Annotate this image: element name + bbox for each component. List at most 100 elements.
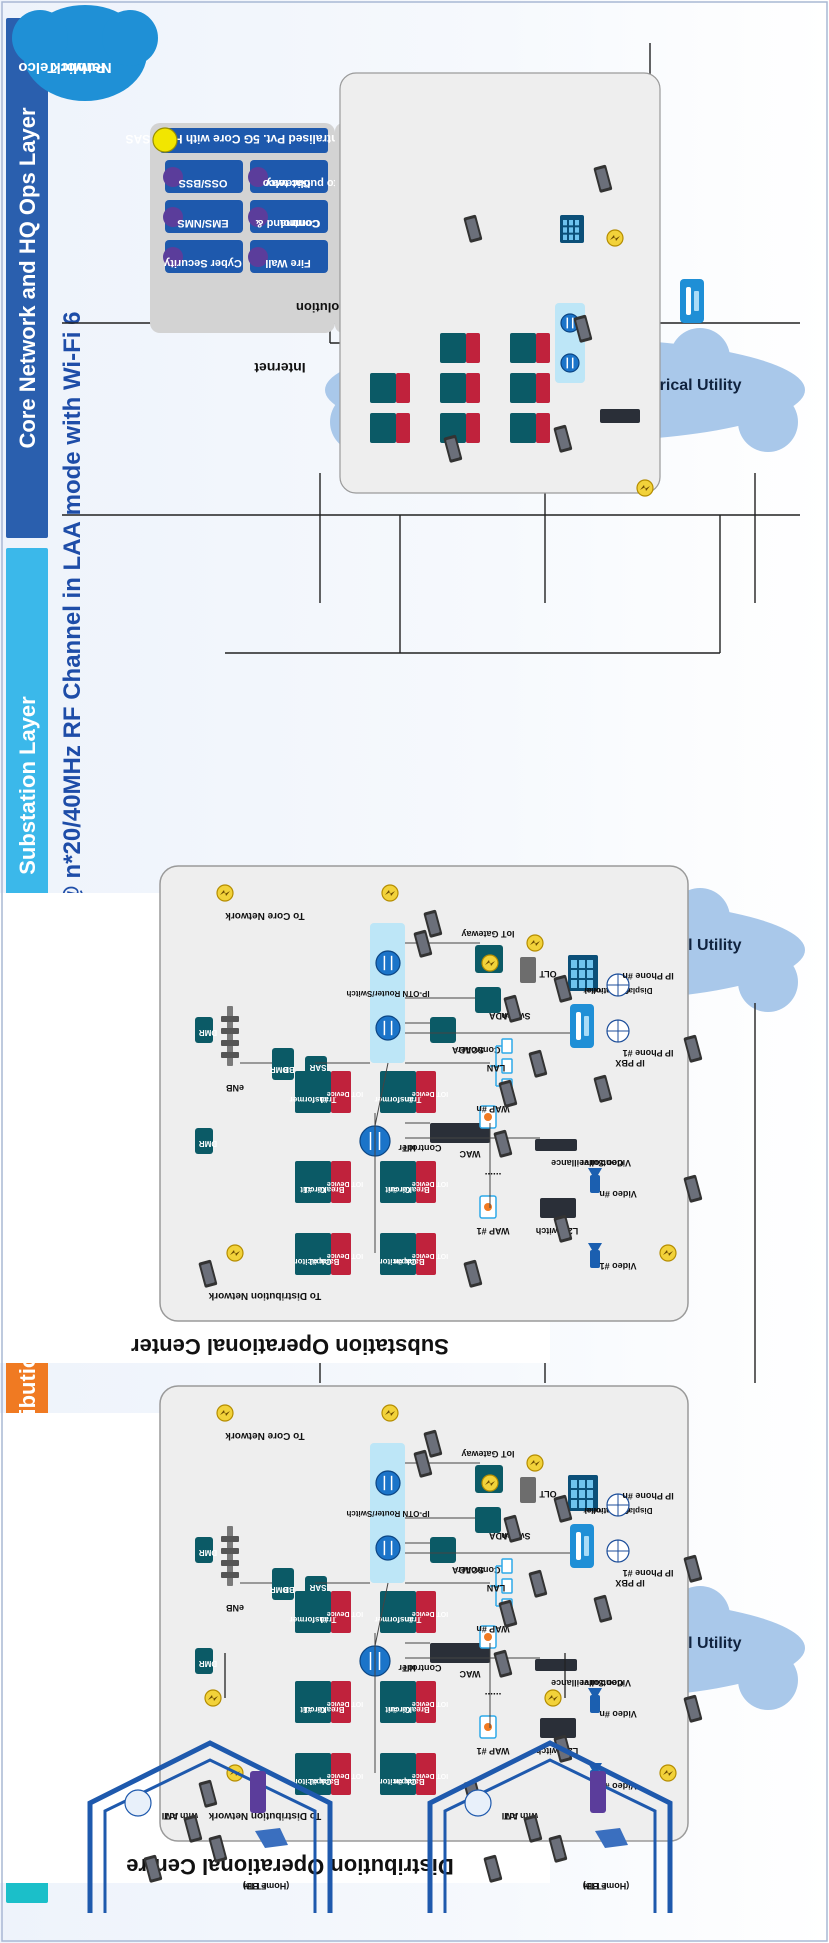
phone-screen bbox=[596, 1078, 610, 1100]
internal-link bbox=[374, 1062, 389, 1127]
wap-1-label: WAP #1 bbox=[477, 1226, 510, 1236]
lightning-icon bbox=[636, 479, 654, 497]
asset-box bbox=[295, 1161, 331, 1203]
phone-screen bbox=[446, 438, 460, 460]
video-1-label: Video #1 bbox=[600, 1781, 637, 1791]
monitor-cell bbox=[569, 220, 573, 226]
olt-label: OLT bbox=[539, 969, 557, 979]
vsc-label: Controller bbox=[580, 1678, 623, 1688]
phone-screen bbox=[556, 1498, 570, 1520]
scada-controller-label: Controller bbox=[457, 1045, 500, 1055]
dmr-label: DMR bbox=[199, 1659, 217, 1668]
core-header-label: Contralised Pvt. 5G Core with HA & SAS bbox=[126, 132, 355, 146]
vsc-label: Controller bbox=[580, 1158, 623, 1168]
olt-box bbox=[520, 957, 536, 983]
monitor-cell bbox=[563, 227, 567, 233]
core-iot-box bbox=[536, 373, 550, 403]
ami-meter-icon bbox=[464, 1789, 492, 1817]
core-asset-box bbox=[510, 373, 536, 403]
iot-gateway-label: IoT Gateway bbox=[461, 1449, 514, 1459]
ami-meter-icon bbox=[124, 1789, 152, 1817]
mobile-phone-icon bbox=[463, 214, 483, 243]
asset-label: Capacitor bbox=[295, 1777, 332, 1786]
asset-label: #n bbox=[404, 1615, 413, 1624]
public-telco-label: Network bbox=[52, 59, 112, 76]
ip-pbx-icon bbox=[570, 1524, 594, 1568]
monitor-cell bbox=[563, 234, 567, 240]
mobile-phone-icon bbox=[413, 929, 433, 958]
core-tile bbox=[165, 240, 243, 273]
monitor-cell bbox=[587, 1480, 593, 1488]
tower-antenna bbox=[221, 1560, 239, 1566]
scada-switch-box bbox=[475, 1507, 501, 1533]
iot-device-box bbox=[416, 1681, 436, 1723]
centre-title: Distribution Operational Centre bbox=[126, 1854, 454, 1879]
lightning-bolt bbox=[610, 235, 620, 241]
phone-screen bbox=[596, 168, 610, 190]
lightning-bolt bbox=[663, 1250, 673, 1256]
wac-label: WAC bbox=[459, 1149, 480, 1159]
wac-label: WAC bbox=[459, 1669, 480, 1679]
core-tile-label: EMS/NMS bbox=[177, 217, 228, 229]
iot-device-label: IOT Device bbox=[412, 1252, 448, 1259]
asset-box bbox=[295, 1591, 331, 1633]
lightning-bolt bbox=[640, 485, 650, 491]
asset-box bbox=[295, 1071, 331, 1113]
mobile-phone-icon bbox=[503, 994, 523, 1023]
phone-screen bbox=[496, 1653, 510, 1675]
pbx-handset bbox=[576, 1532, 581, 1560]
video-camera-icon bbox=[588, 1688, 602, 1713]
wap-dots: ...... bbox=[484, 1170, 501, 1181]
iot-device-label: IOT Device bbox=[412, 1700, 448, 1707]
dmr-tag bbox=[195, 1648, 213, 1674]
home-pc-icon bbox=[595, 1828, 628, 1848]
operational-display-icon bbox=[560, 215, 584, 243]
iot-device-label: IOT Device bbox=[327, 1252, 363, 1259]
asset-box bbox=[380, 1681, 416, 1723]
mobile-phone-icon bbox=[593, 1074, 613, 1103]
core-iot-box bbox=[466, 413, 480, 443]
telco-cloud-puff bbox=[102, 10, 158, 66]
cloud-puff bbox=[738, 392, 798, 452]
phone-screen bbox=[686, 1178, 700, 1200]
camera-lens bbox=[588, 1243, 602, 1250]
ip-phone-icon bbox=[606, 1493, 630, 1517]
core-tile bbox=[165, 160, 243, 193]
router-label: IP-OTN Router/Switch bbox=[346, 989, 429, 998]
oss-icon bbox=[163, 167, 183, 187]
ftth-label: FTTH bbox=[584, 1881, 607, 1891]
iot-device-box bbox=[416, 1753, 436, 1795]
lan-label: LAN bbox=[487, 1063, 506, 1073]
ip-phone-1-label: IP Phone #1 bbox=[623, 1568, 674, 1578]
monitor-cell bbox=[571, 980, 577, 988]
iot-gateway-label: IoT Gateway bbox=[461, 929, 514, 939]
asset-label: Transformer bbox=[375, 1615, 422, 1624]
asset-box bbox=[295, 1233, 331, 1275]
phone-screen bbox=[506, 1518, 520, 1540]
phone-screen bbox=[556, 428, 570, 450]
mobile-phone-icon bbox=[443, 434, 463, 463]
lock-icon bbox=[163, 247, 183, 267]
iot-device-box bbox=[331, 1161, 351, 1203]
wac-icon bbox=[600, 409, 640, 423]
monitor-cell bbox=[587, 980, 593, 988]
iot-controller-label: Controller bbox=[398, 1143, 441, 1153]
asset-label: Breaker #n bbox=[388, 1185, 429, 1194]
phone-screen bbox=[556, 1218, 570, 1240]
iot-device-box bbox=[331, 1753, 351, 1795]
iot-device-box bbox=[416, 1161, 436, 1203]
phone-screen bbox=[426, 913, 440, 935]
monitor-cell bbox=[575, 220, 579, 226]
ftth-router-icon bbox=[250, 1771, 266, 1813]
lightning-bolt bbox=[220, 890, 230, 896]
gateway-icon bbox=[248, 167, 268, 187]
switch-body bbox=[540, 1198, 576, 1218]
lightning-bolt bbox=[385, 890, 395, 896]
monitor-cell bbox=[579, 1480, 585, 1488]
dmr-label: DMR bbox=[199, 1139, 217, 1148]
